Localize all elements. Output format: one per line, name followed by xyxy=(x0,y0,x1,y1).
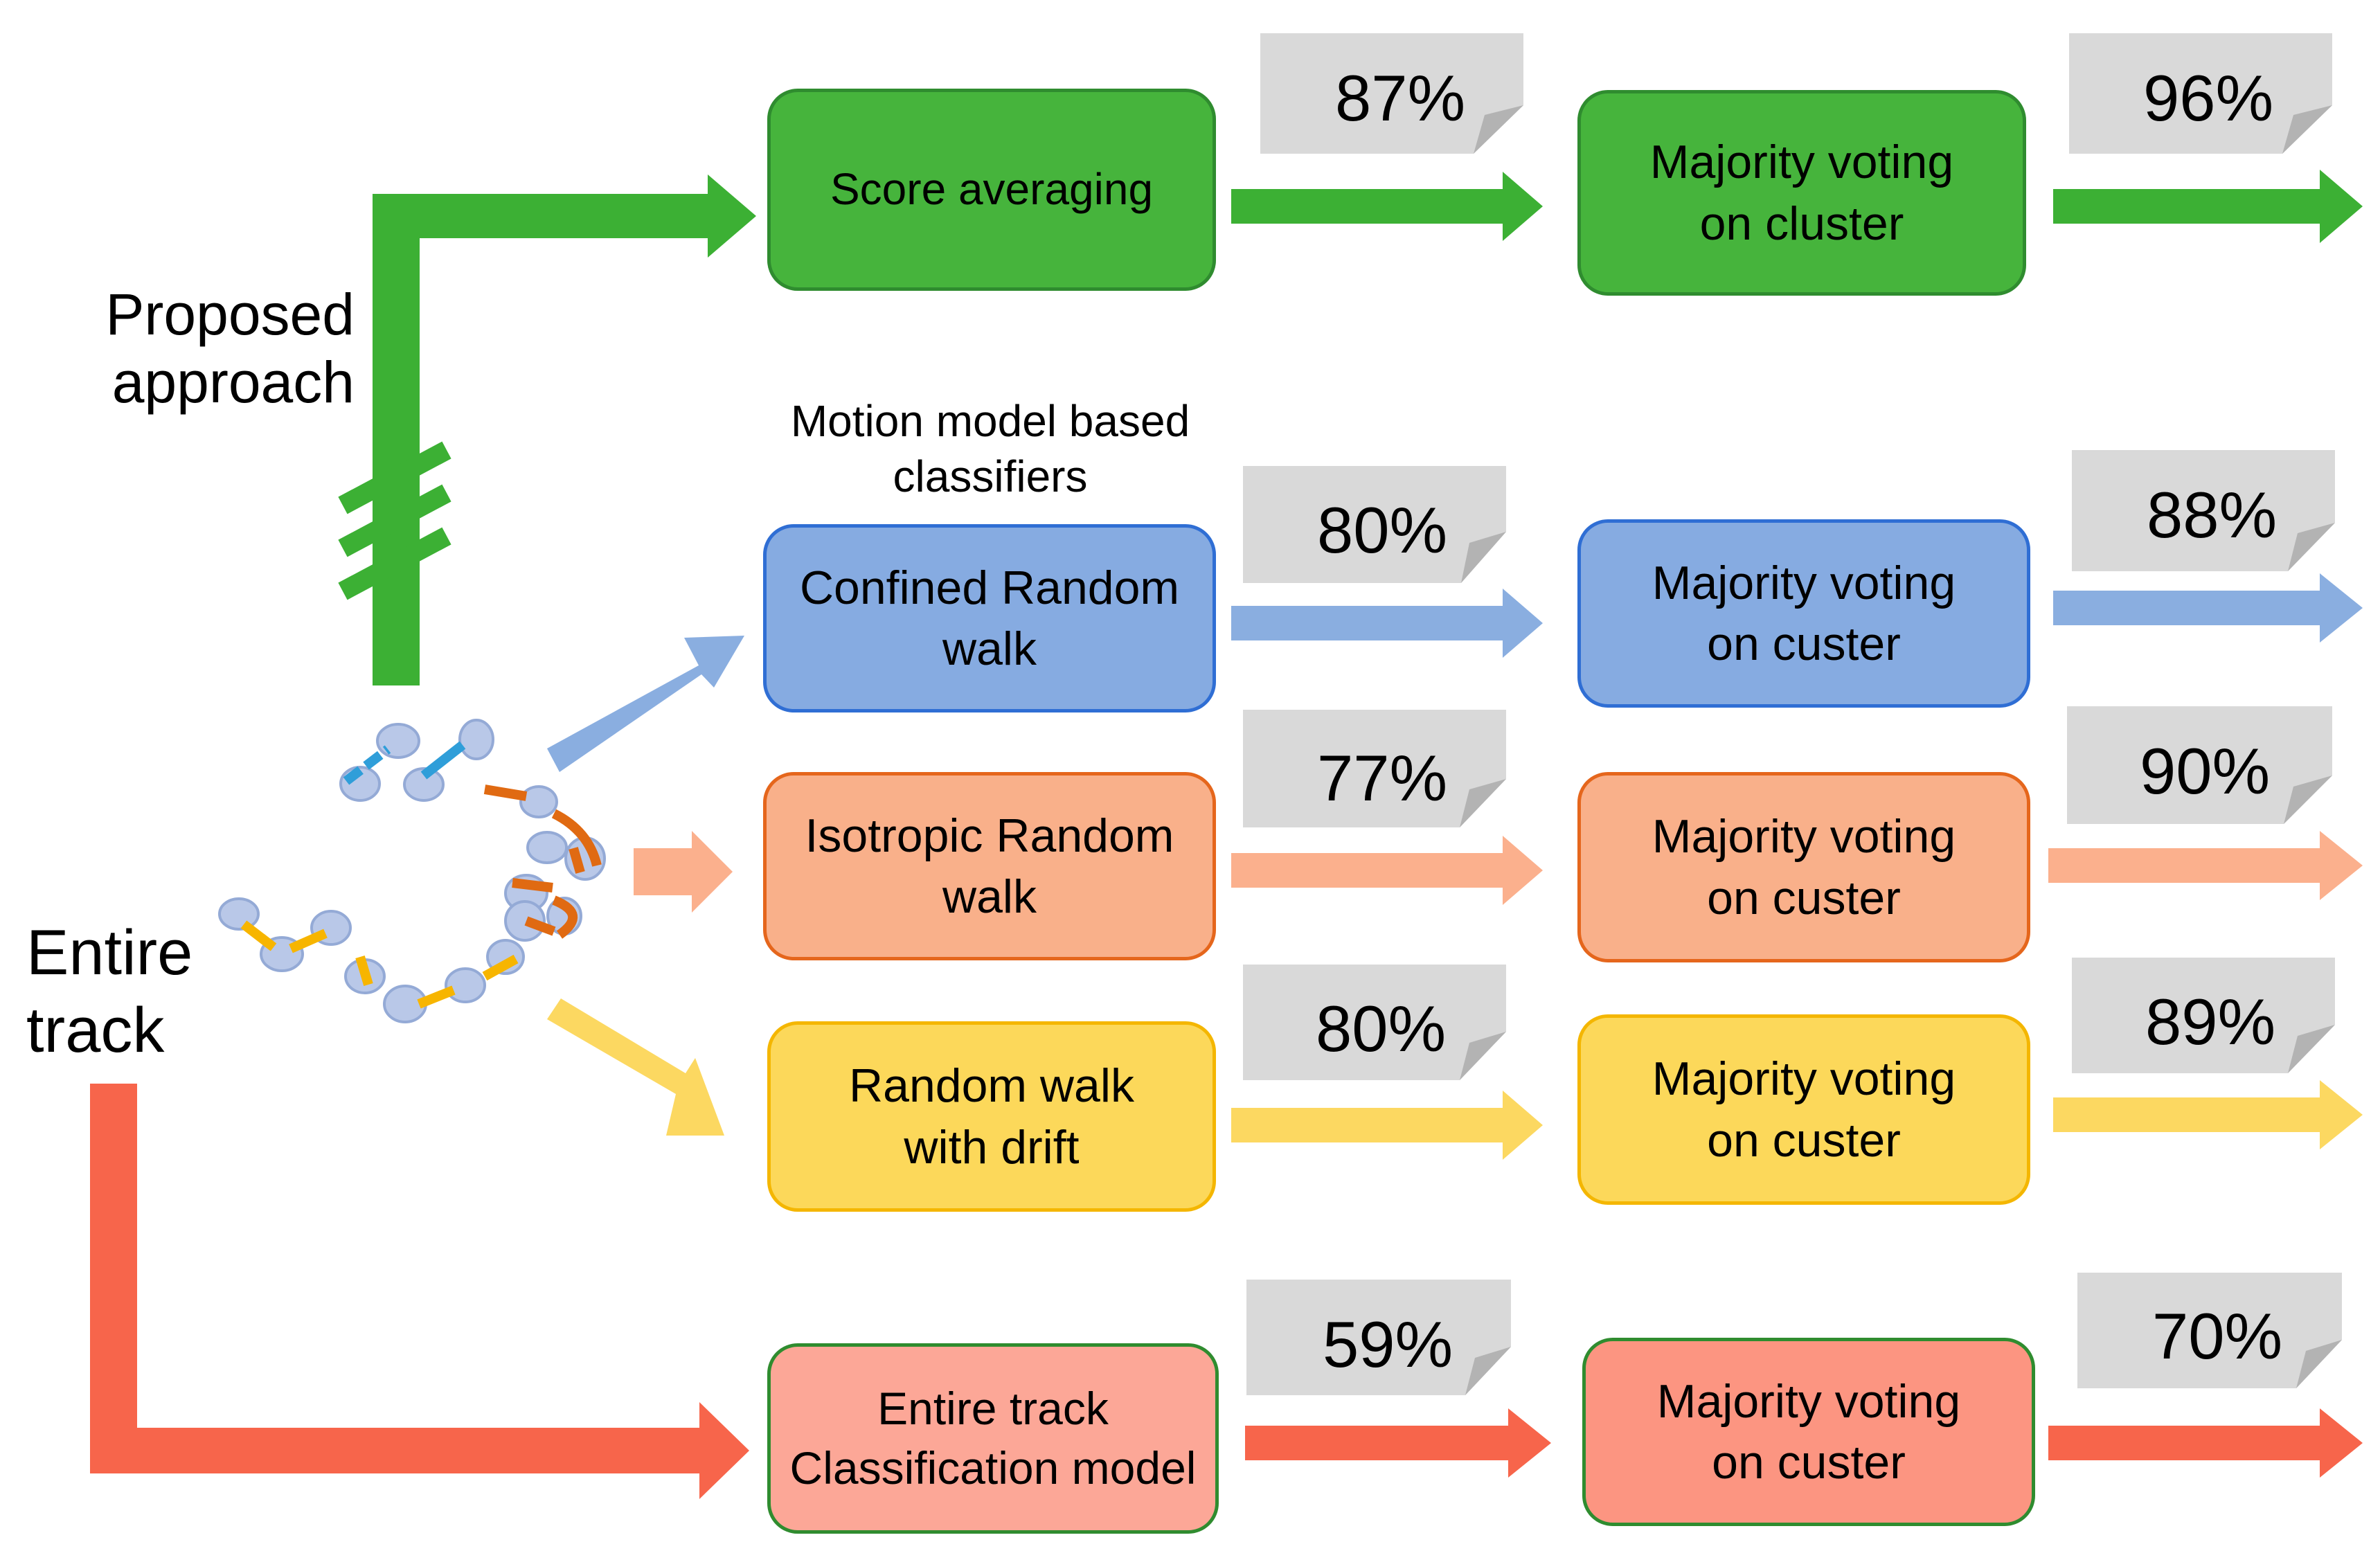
note-score-averaging-vote-acc xyxy=(2069,33,2332,154)
fanout-arrow-yellow xyxy=(547,998,724,1136)
entire-track-arrow xyxy=(90,1084,749,1499)
arrow-confined-2 xyxy=(2053,573,2363,643)
proposed-vertical-bar xyxy=(373,194,420,685)
note-confined-vote-acc xyxy=(2072,450,2335,571)
note-isotropic-acc xyxy=(1243,710,1506,827)
proposed-approach-arrow xyxy=(338,174,756,685)
confined-random-walk-vote-accuracy: 88% xyxy=(2147,478,2278,551)
fanout-arrow-blue xyxy=(547,636,744,772)
score-averaging-vote-accuracy: 96% xyxy=(2143,62,2274,134)
track-segments-blue xyxy=(343,741,466,785)
proposed-horizontal-bar xyxy=(373,194,712,238)
arrow-score-averaging-2 xyxy=(2053,170,2363,243)
score-averaging-box: Score averaging xyxy=(767,89,1216,291)
isotropic-random-walk-vote-accuracy: 90% xyxy=(2140,735,2271,807)
percentage-notes xyxy=(1243,33,2342,1395)
row-arrows xyxy=(1231,170,2363,1478)
entire-track-vertical-bar xyxy=(90,1084,137,1466)
proposed-tick-2 xyxy=(338,484,451,557)
entire-track-arrowhead xyxy=(699,1402,749,1499)
note-drift-vote-acc xyxy=(2072,958,2335,1073)
fanout-arrow-orange xyxy=(634,831,733,913)
proposed-arrowhead xyxy=(708,174,756,258)
score-averaging-vote-box: Majority voting on cluster xyxy=(1577,90,2026,296)
note-drift-acc xyxy=(1243,965,1506,1080)
entire-track-horizontal-bar xyxy=(90,1428,706,1473)
proposed-approach-label: Proposed approach xyxy=(105,282,355,415)
entire-track-label: Entire track xyxy=(26,917,193,1066)
note-entire-acc xyxy=(1246,1280,1511,1395)
proposed-tick-1 xyxy=(338,441,451,514)
arrow-isotropic-1 xyxy=(1231,836,1543,905)
random-walk-drift-accuracy: 80% xyxy=(1316,992,1447,1065)
entire-track-model-accuracy: 59% xyxy=(1323,1308,1453,1381)
confined-random-walk-accuracy: 80% xyxy=(1317,494,1448,566)
confined-random-walk-box: Confined Random walk xyxy=(763,524,1216,712)
note-entire-vote-acc xyxy=(2077,1273,2342,1388)
isotropic-random-walk-box: Isotropic Random walk xyxy=(763,772,1216,960)
arrow-drift-1 xyxy=(1231,1091,1543,1160)
random-walk-drift-box: Random walk with drift xyxy=(767,1021,1216,1212)
arrow-drift-2 xyxy=(2053,1080,2363,1149)
arrow-entire-1 xyxy=(1245,1408,1551,1478)
entire-track-model-vote-accuracy: 70% xyxy=(2152,1300,2283,1372)
note-confined-acc xyxy=(1243,466,1506,583)
arrow-isotropic-2 xyxy=(2048,831,2363,900)
track-illustration xyxy=(218,719,606,1023)
track-segments-yellow xyxy=(240,920,519,1009)
score-averaging-accuracy: 87% xyxy=(1335,62,1466,134)
arrow-entire-2 xyxy=(2048,1408,2363,1478)
note-score-averaging-acc xyxy=(1260,33,1523,154)
motion-models-label: Motion model based classifiers xyxy=(790,396,1190,501)
random-walk-drift-vote-box: Majority voting on custer xyxy=(1577,1014,2030,1205)
arrow-score-averaging-1 xyxy=(1231,172,1543,241)
entire-track-model-vote-box: Majority voting on custer xyxy=(1582,1338,2035,1526)
proposed-tick-3 xyxy=(338,527,451,600)
arrow-confined-1 xyxy=(1231,589,1543,658)
track-segments-orange xyxy=(483,785,602,939)
cell-cluster xyxy=(218,719,606,1023)
random-walk-drift-vote-accuracy: 89% xyxy=(2145,985,2276,1058)
isotropic-random-walk-vote-box: Majority voting on custer xyxy=(1577,772,2030,962)
isotropic-random-walk-accuracy: 77% xyxy=(1317,742,1448,814)
entire-track-model-box: Entire track Classification model xyxy=(767,1343,1219,1534)
confined-random-walk-vote-box: Majority voting on custer xyxy=(1577,519,2030,708)
note-isotropic-vote-acc xyxy=(2067,706,2332,824)
